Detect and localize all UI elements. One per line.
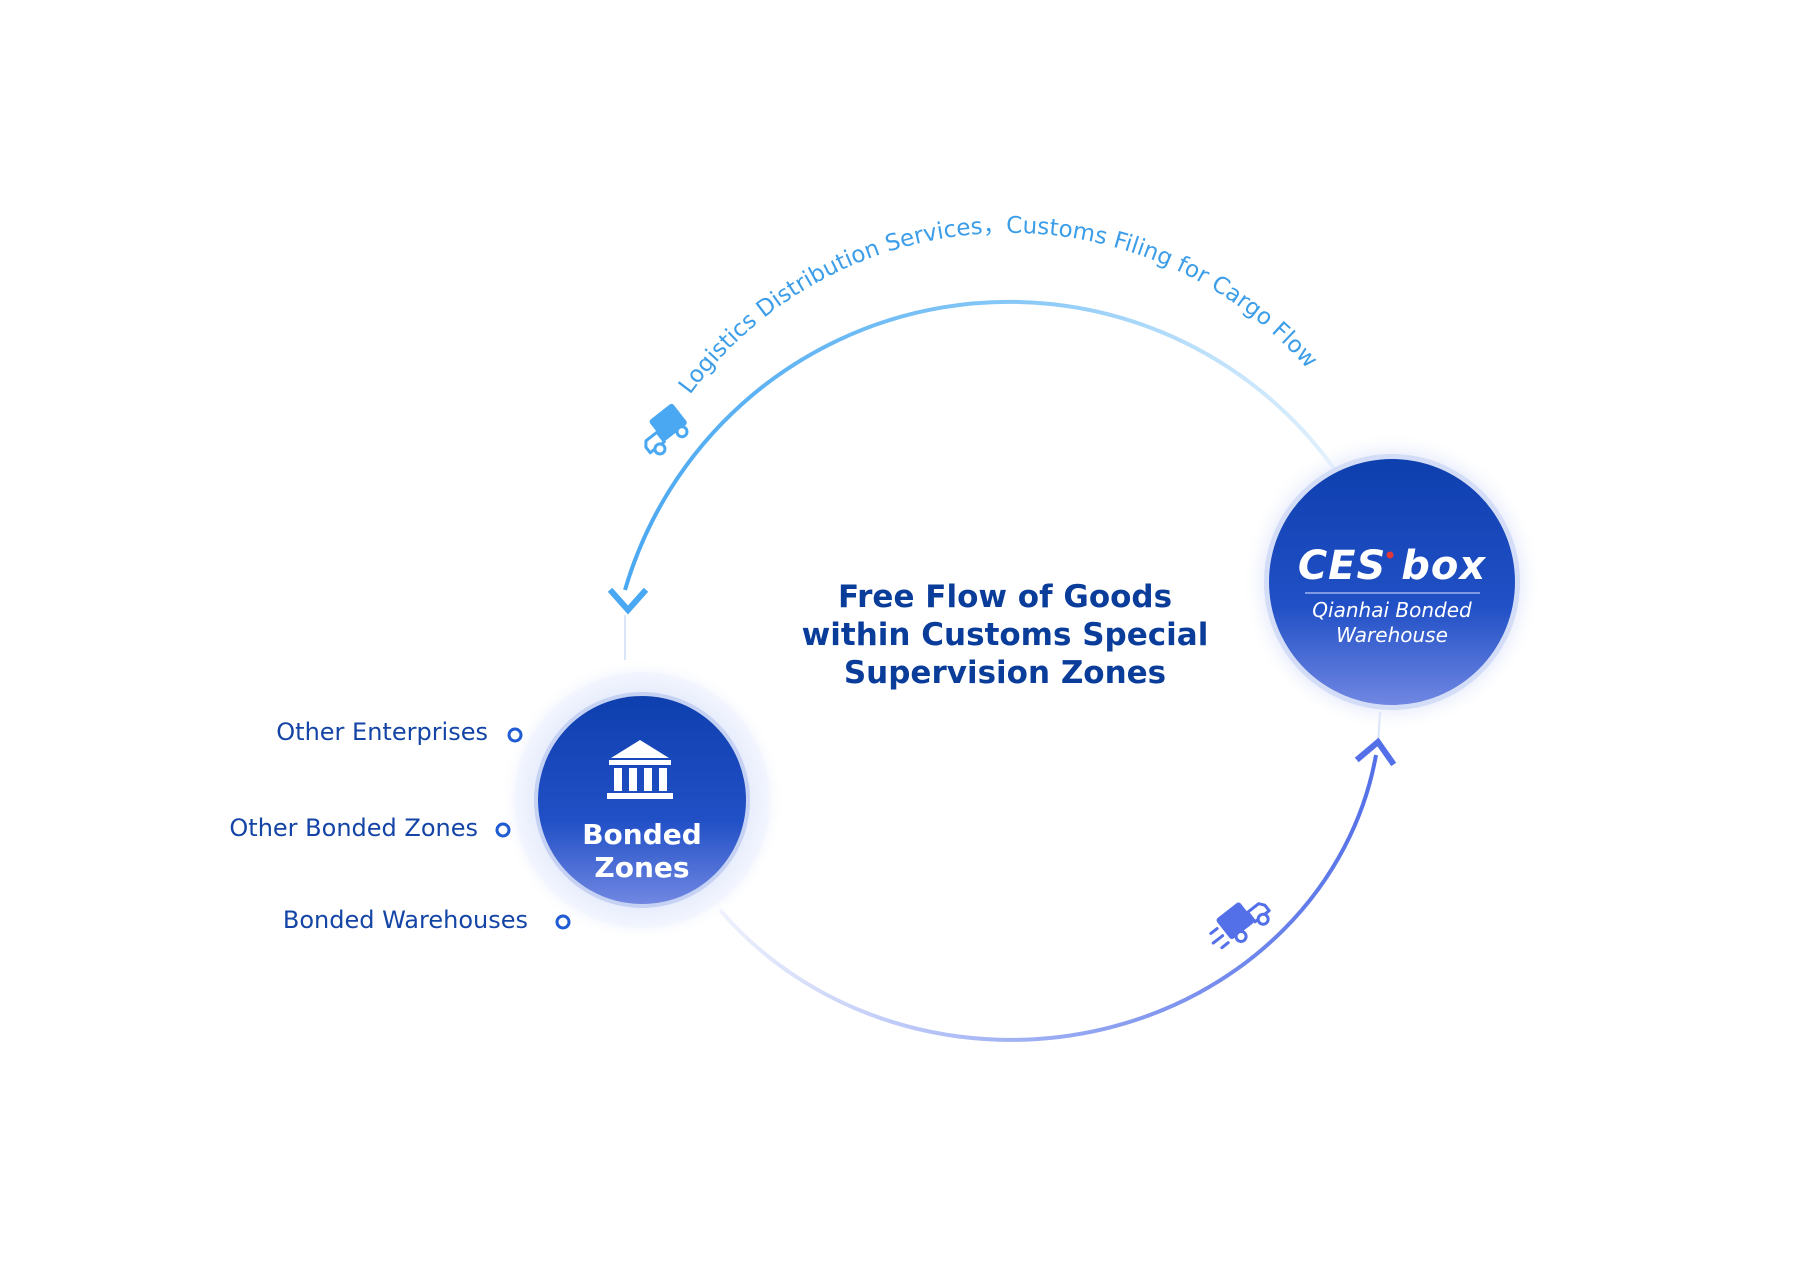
bottom-arc-arrowhead — [1354, 737, 1397, 767]
center-title-line: Supervision Zones — [843, 655, 1167, 691]
bank-building-icon — [607, 740, 673, 799]
top-arc-arrowhead — [607, 587, 649, 615]
arc-label: Logistics Distribution Services，Customs … — [674, 213, 1323, 399]
ces-logo-red-dot — [1386, 551, 1394, 559]
side-item-marker — [495, 822, 511, 838]
ces-box-subtitle-line: Warehouse — [1336, 623, 1448, 647]
bottom-flow-arc — [718, 754, 1378, 1042]
side-item-label-other-bonded-zones: Other Bonded Zones — [229, 814, 478, 842]
side-item-label-bonded-warehouses: Bonded Warehouses — [282, 906, 528, 934]
bonded-zones-label: Bonded Zones — [572, 818, 712, 884]
ces-box-subtitle: Qianhai Bonded Warehouse — [1290, 598, 1494, 648]
side-item-marker — [555, 914, 571, 930]
top-flow-arc — [623, 299, 1337, 591]
side-item-marker — [507, 727, 523, 743]
ces-box-subtitle-line: Qianhai Bonded — [1312, 598, 1472, 622]
bonded-zones-label-line: Bonded — [582, 818, 702, 851]
delivery-truck-icon — [644, 403, 689, 456]
bonded-zones-node — [500, 658, 784, 942]
center-title: Free Flow of Goods within Customs Specia… — [760, 578, 1250, 692]
center-title-line: within Customs Special — [801, 617, 1209, 653]
side-item-label-other-enterprises: Other Enterprises — [276, 718, 488, 746]
center-title-line: Free Flow of Goods — [837, 579, 1173, 615]
fast-delivery-truck-icon — [1209, 902, 1271, 950]
ces-box-node — [1242, 432, 1542, 732]
ces-box-logo: CES box — [1297, 543, 1487, 589]
bonded-zones-label-line: Zones — [594, 851, 690, 884]
